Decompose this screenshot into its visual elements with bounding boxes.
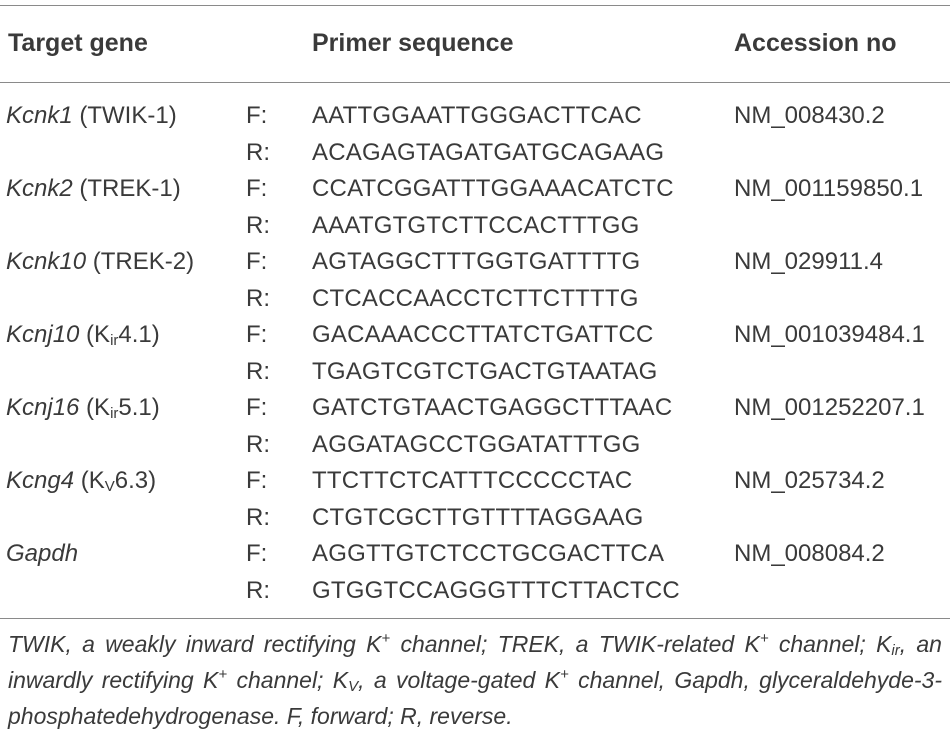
gene-symbol: Kcnk1: [6, 102, 73, 129]
table-header-rule: [0, 82, 950, 83]
table-top-rule: [0, 5, 950, 6]
table-row-forward: Kcnk2 (TREK-1) F: CCATCGGATTTGGAAACATCTC NM…: [0, 171, 950, 207]
gene-alias: (K: [79, 321, 111, 348]
reverse-label: R:: [246, 576, 270, 604]
footnote-sub: ir: [891, 642, 900, 659]
forward-label: F:: [246, 248, 268, 275]
reverse-label: R:: [246, 357, 270, 385]
table-row-forward: Kcnk1 (TWIK-1) F: AATTGGAATTGGGACTTCAC NM_0…: [0, 98, 950, 134]
forward-label: F:: [246, 467, 268, 494]
accession-number: NM_025734.2: [734, 467, 885, 494]
target-gene-cell: Kcnj16 (Kir5.1): [6, 390, 160, 426]
gene-symbol: Kcnj10: [6, 321, 80, 348]
gene-alias-subscript: V: [104, 478, 115, 495]
gene-alias: (TREK-2): [86, 248, 195, 275]
table-row-forward: Kcnj10 (Kir4.1) F: GACAAACCCTTATCTGATTCC NM…: [0, 317, 950, 353]
accession-number: NM_001252207.1: [734, 394, 925, 421]
reverse-primer-sequence: CTCACCAACCTCTTCTTTTG: [312, 284, 639, 312]
gene-alias-suffix: 6.3): [114, 467, 157, 494]
accession-number: NM_029911.4: [734, 248, 883, 275]
footnote-sub: V: [348, 678, 359, 695]
footnote-sup: +: [759, 630, 769, 647]
accession-number: NM_008084.2: [734, 540, 885, 567]
gene-alias-suffix: 5.1): [118, 394, 160, 421]
table-row-reverse: R: CTCACCAACCTCTTCTTTTG: [0, 281, 950, 317]
forward-primer-sequence: GATCTGTAACTGAGGCTTTAAC: [312, 394, 673, 421]
forward-label: F:: [246, 175, 268, 202]
gene-alias-subscript: ir: [110, 405, 119, 422]
footnote-text: channel; K: [227, 667, 349, 693]
footnote-text: TWIK, a weakly inward rectifying K: [8, 631, 382, 657]
header-target-gene: Target gene: [8, 29, 148, 57]
target-gene-cell: Kcnk2 (TREK-1): [6, 171, 181, 207]
reverse-label: R:: [246, 211, 270, 239]
reverse-label: R:: [246, 138, 270, 166]
table-row-reverse: R: TGAGTCGTCTGACTGTAATAG: [0, 354, 950, 390]
footnote-text: , an inwardly rectifying K: [8, 631, 942, 693]
gene-symbol: Kcnj16: [6, 394, 80, 421]
forward-primer-sequence: AGTAGGCTTTGGTGATTTTG: [312, 248, 641, 275]
forward-primer-sequence: CCATCGGATTTGGAAACATCTC: [312, 175, 674, 202]
footnote-text: channel; K: [768, 631, 892, 657]
accession-number: NM_001039484.1: [734, 321, 925, 348]
footnote-sup: +: [381, 630, 391, 647]
forward-primer-sequence: TTCTTCTCATTTCCCCCTAC: [312, 467, 633, 494]
forward-primer-sequence: GACAAACCCTTATCTGATTCC: [312, 321, 654, 348]
target-gene-cell: Kcnj10 (Kir4.1): [6, 317, 160, 353]
gene-alias-suffix: 4.1): [118, 321, 160, 348]
header-accession-no: Accession no: [734, 29, 897, 57]
forward-label: F:: [246, 394, 268, 421]
forward-label: F:: [246, 102, 268, 129]
reverse-label: R:: [246, 430, 270, 458]
reverse-primer-sequence: CTGTCGCTTGTTTTAGGAAG: [312, 503, 644, 531]
target-gene-cell: Kcng4 (KV6.3): [6, 463, 156, 499]
forward-label: F:: [246, 321, 268, 348]
footnote-text: channel; TREK, a TWIK-related K: [390, 631, 760, 657]
reverse-primer-sequence: TGAGTCGTCTGACTGTAATAG: [312, 357, 658, 385]
table-bottom-rule: [0, 618, 950, 619]
table-row-forward: Kcng4 (KV6.3) F: TTCTTCTCATTTCCCCCTAC NM_02…: [0, 463, 950, 499]
reverse-primer-sequence: AAATGTGTCTTCCACTTTGG: [312, 211, 640, 239]
table-row-reverse: R: ACAGAGTAGATGATGCAGAAG: [0, 135, 950, 171]
target-gene-cell: Gapdh: [6, 536, 78, 572]
footnote-sup: +: [560, 666, 569, 683]
accession-number: NM_001159850.1: [734, 175, 924, 202]
reverse-primer-sequence: GTGGTCCAGGGTTTCTTACTCC: [312, 576, 680, 604]
gene-alias: (K: [79, 394, 111, 421]
gene-alias: (TWIK-1): [72, 102, 177, 129]
table-footnote: TWIK, a weakly inward rectifying K+ chan…: [8, 626, 942, 734]
target-gene-cell: Kcnk10 (TREK-2): [6, 244, 194, 280]
table-row-reverse: R: CTGTCGCTTGTTTTAGGAAG: [0, 500, 950, 536]
footnote-text: , a voltage-gated K: [358, 667, 561, 693]
footnote-sup: +: [218, 666, 228, 683]
reverse-label: R:: [246, 284, 270, 312]
forward-label: F:: [246, 540, 268, 567]
table-row-reverse: R: AGGATAGCCTGGATATTTGG: [0, 427, 950, 463]
table-row-forward: Kcnk10 (TREK-2) F: AGTAGGCTTTGGTGATTTTG NM_…: [0, 244, 950, 280]
table-row-reverse: R: AAATGTGTCTTCCACTTTGG: [0, 208, 950, 244]
reverse-primer-sequence: AGGATAGCCTGGATATTTGG: [312, 430, 641, 458]
target-gene-cell: Kcnk1 (TWIK-1): [6, 98, 177, 134]
table-row-reverse: R: GTGGTCCAGGGTTTCTTACTCC: [0, 573, 950, 609]
forward-primer-sequence: AGGTTGTCTCCTGCGACTTCA: [312, 540, 665, 567]
gene-alias: (TREK-1): [72, 175, 181, 202]
gene-symbol: Kcnk2: [6, 175, 73, 202]
header-primer-sequence: Primer sequence: [312, 29, 514, 57]
forward-primer-sequence: AATTGGAATTGGGACTTCAC: [312, 102, 642, 129]
table-row-forward: Kcnj16 (Kir5.1) F: GATCTGTAACTGAGGCTTTAAC N…: [0, 390, 950, 426]
gene-symbol: Kcng4: [6, 467, 75, 494]
table-row-forward: Gapdh F: AGGTTGTCTCCTGCGACTTCA NM_008084.2: [0, 536, 950, 572]
gene-symbol: Kcnk10: [6, 248, 87, 275]
gene-alias-subscript: ir: [110, 332, 119, 349]
footnote-text: channel, Gapdh, glyceraldehyde-3-phospha…: [8, 667, 942, 729]
accession-number: NM_008430.2: [734, 102, 885, 129]
gene-alias: (K: [74, 467, 105, 494]
gene-symbol: Gapdh: [6, 540, 79, 567]
reverse-label: R:: [246, 503, 270, 531]
reverse-primer-sequence: ACAGAGTAGATGATGCAGAAG: [312, 138, 665, 166]
